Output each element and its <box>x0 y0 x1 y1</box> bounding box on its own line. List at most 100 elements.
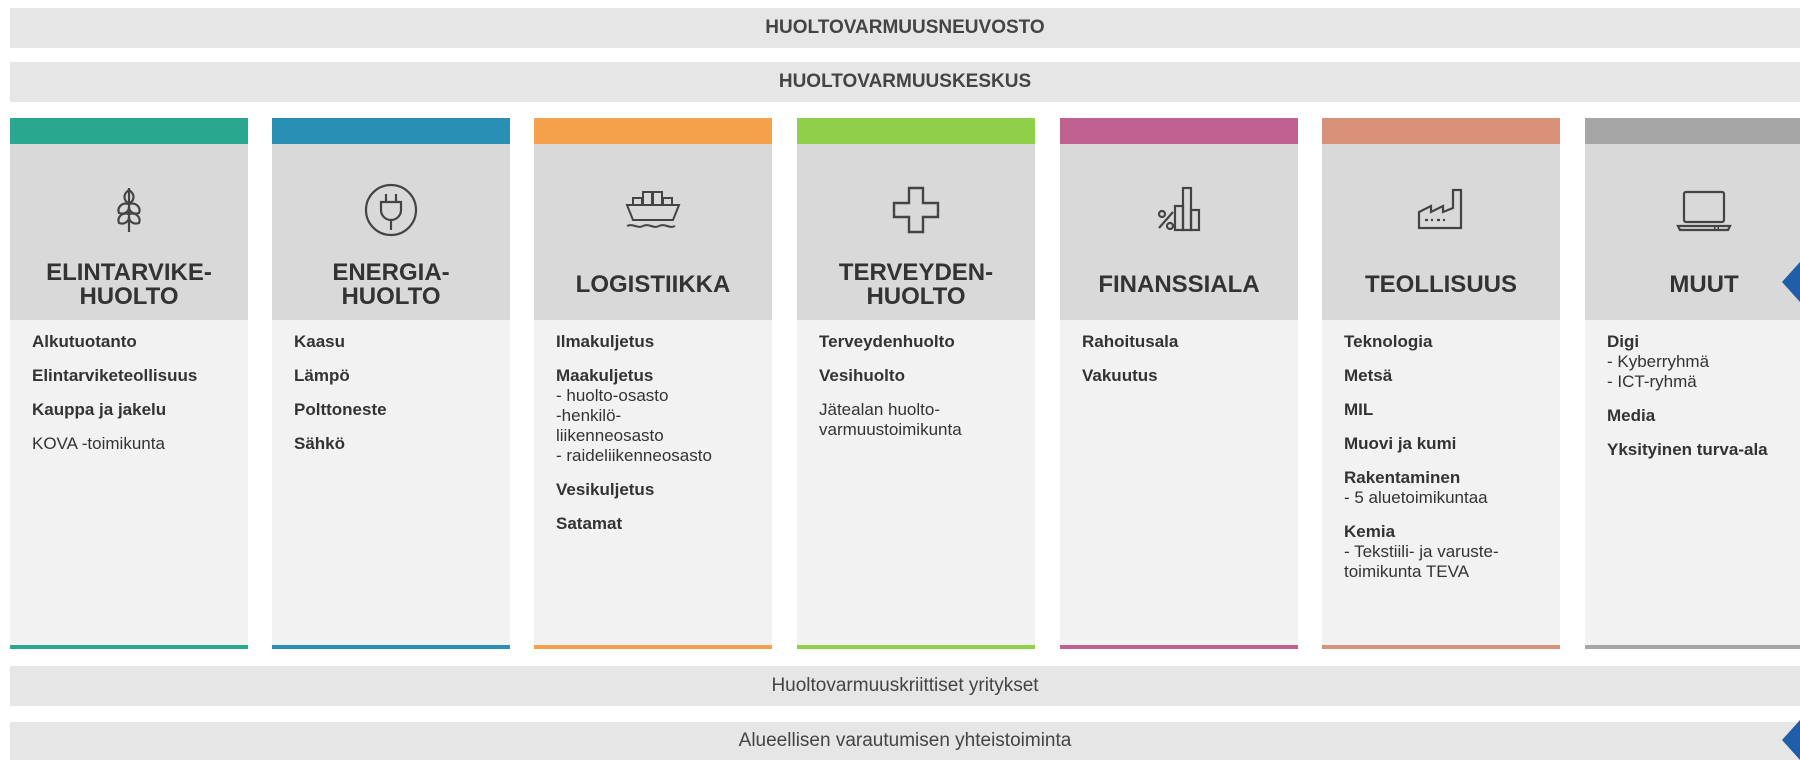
color-stripe <box>10 645 248 649</box>
item-label: Rakentaminen <box>1344 468 1461 487</box>
item-label: Digi <box>1607 332 1640 351</box>
list-item: Lämpö <box>294 366 504 386</box>
item-sublabel: - huolto-osasto <box>556 386 669 405</box>
list-item: Media <box>1607 406 1800 426</box>
item-label: Maakuljetus <box>556 366 654 385</box>
list-item: Vakuutus <box>1082 366 1292 386</box>
list-item: Metsä <box>1344 366 1554 386</box>
factory-icon <box>1411 180 1471 240</box>
item-sublabel: - Tekstiili- ja varuste- <box>1344 542 1499 561</box>
list-item: Vesihuolto <box>819 366 1029 386</box>
color-stripe <box>534 645 772 649</box>
item-sublabel: -henkilö- <box>556 406 622 425</box>
item-label: Satamat <box>556 514 623 533</box>
agency-bar: HUOLTOVARMUUSKESKUS <box>10 62 1800 102</box>
item-label: Jätealan huolto- varmuustoimikunta <box>819 400 962 439</box>
list-item: Kaasu <box>294 332 504 352</box>
list-item: Kauppa ja jakelu <box>32 400 242 420</box>
list-item: Digi- Kyberryhmä- ICT-ryhmä <box>1607 332 1800 392</box>
list-item: Sähkö <box>294 434 504 454</box>
color-stripe <box>272 645 510 649</box>
laptop-icon <box>1674 180 1734 240</box>
sector-title: ENERGIA- HUOLTO <box>332 259 450 310</box>
item-label: Elintarviketeollisuus <box>32 366 198 385</box>
item-label: Yksityinen turva-ala <box>1607 440 1768 459</box>
item-label: Alkutuotanto <box>32 332 137 351</box>
item-label: Vesikuljetus <box>556 480 655 499</box>
sector-title: FINANSSIALA <box>1098 271 1260 298</box>
item-sublabel: toimikunta TEVA <box>1344 562 1470 581</box>
item-label: Rahoitusala <box>1082 332 1179 351</box>
list-item: Muovi ja kumi <box>1344 434 1554 454</box>
color-stripe <box>10 118 248 144</box>
council-bar: HUOLTOVARMUUSNEUVOSTO <box>10 8 1800 48</box>
color-stripe <box>1060 118 1298 144</box>
sector-header: ELINTARVIKE- HUOLTO <box>10 144 248 320</box>
item-label: Vesihuolto <box>819 366 905 385</box>
color-stripe <box>1585 645 1800 649</box>
item-sublabel: - ICT-ryhmä <box>1607 372 1697 391</box>
list-item: Ilmakuljetus <box>556 332 766 352</box>
sector-header: ENERGIA- HUOLTO <box>272 144 510 320</box>
item-label: Muovi ja kumi <box>1344 434 1457 453</box>
item-label: Terveydenhuolto <box>819 332 955 351</box>
item-label: Sähkö <box>294 434 346 453</box>
list-item: Rahoitusala <box>1082 332 1292 352</box>
item-label: KOVA -toimikunta <box>32 434 165 453</box>
item-sublabel: - 5 aluetoimikuntaa <box>1344 488 1488 507</box>
item-label: Kaasu <box>294 332 346 351</box>
list-item: Rakentaminen- 5 aluetoimikuntaa <box>1344 468 1554 508</box>
list-item: Polttoneste <box>294 400 504 420</box>
color-stripe <box>797 118 1035 144</box>
list-item: Terveydenhuolto <box>819 332 1029 352</box>
sector-title: TEOLLISUUS <box>1364 271 1517 298</box>
list-item: Jätealan huolto- varmuustoimikunta <box>819 400 1029 440</box>
color-stripe <box>272 118 510 144</box>
color-stripe <box>534 118 772 144</box>
critical-companies-bar: Huoltovarmuuskriittiset yritykset <box>10 666 1800 706</box>
color-stripe <box>1585 118 1800 144</box>
item-label: Ilmakuljetus <box>556 332 655 351</box>
color-stripe <box>1322 118 1560 144</box>
list-item: KOVA -toimikunta <box>32 434 242 454</box>
item-label: MIL <box>1344 400 1374 419</box>
sector-header: TERVEYDEN- HUOLTO <box>797 144 1035 320</box>
power-plug-icon <box>361 180 421 240</box>
item-label: Teknologia <box>1344 332 1433 351</box>
item-sublabel: liikenneosasto <box>556 426 664 445</box>
item-label: Kemia <box>1344 522 1396 541</box>
finance-chart-icon <box>1149 180 1209 240</box>
color-stripe <box>797 645 1035 649</box>
list-item: Satamat <box>556 514 766 534</box>
list-item: Maakuljetus- huolto-osasto-henkilö-liike… <box>556 366 766 466</box>
nav-arrow-icon[interactable] <box>1782 720 1800 760</box>
wheat-icon <box>99 180 159 240</box>
list-item: Alkutuotanto <box>32 332 242 352</box>
color-stripe <box>1060 645 1298 649</box>
sector-header: TEOLLISUUS <box>1322 144 1560 320</box>
item-label: Metsä <box>1344 366 1393 385</box>
sector-title: ELINTARVIKE- HUOLTO <box>46 259 212 310</box>
item-label: Polttoneste <box>294 400 387 419</box>
list-item: Kemia- Tekstiili- ja varuste-toimikunta … <box>1344 522 1554 582</box>
list-item: Vesikuljetus <box>556 480 766 500</box>
list-item: Yksityinen turva-ala <box>1607 440 1800 460</box>
cargo-ship-icon <box>623 180 683 240</box>
nav-arrow-icon[interactable] <box>1782 262 1800 302</box>
medical-cross-icon <box>886 180 946 240</box>
sector-header: LOGISTIIKKA <box>534 144 772 320</box>
list-item: Elintarviketeollisuus <box>32 366 242 386</box>
